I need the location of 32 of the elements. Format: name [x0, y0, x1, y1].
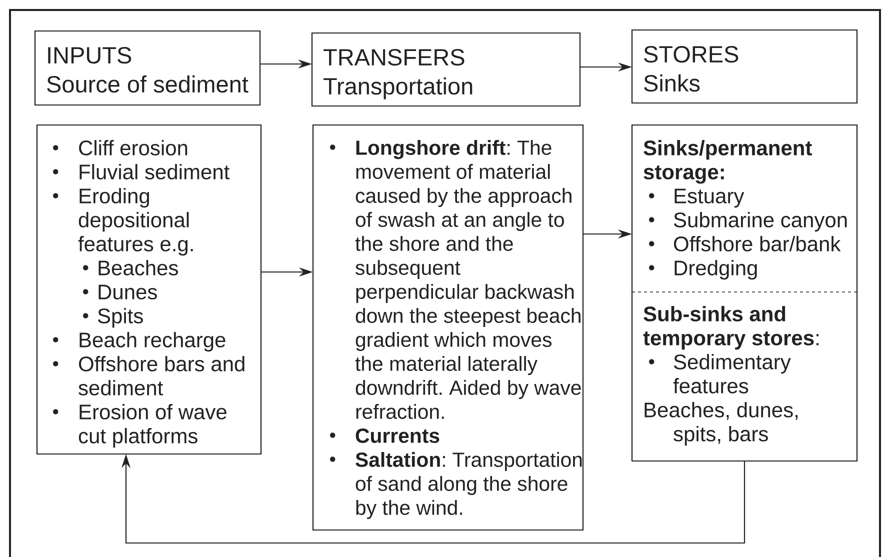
- box-title: STORES: [644, 46, 738, 63]
- list-item: Beaches: [83, 260, 178, 276]
- box-subtitle: Transportation: [324, 77, 472, 100]
- list-item: Dunes: [83, 284, 157, 300]
- stage-box: [34, 30, 261, 106]
- list-item: Fluvial sediment: [53, 164, 230, 180]
- list-item: Eroding depositional features e.g.: [53, 188, 193, 256]
- list-item: Offshore bars and sediment: [53, 356, 244, 396]
- list-item: Beach recharge: [53, 332, 226, 352]
- list-box: [631, 124, 858, 462]
- stage-box: [311, 32, 581, 107]
- list-item: Offshore bar/bank: [649, 236, 841, 252]
- box-title: TRANSFERS: [324, 49, 464, 66]
- list-heading: Sinks/permanent storage:: [644, 140, 812, 184]
- list-item: Beaches, dunes, spits, bars: [644, 402, 798, 446]
- stage-box: [631, 29, 858, 104]
- list-item: Saltation: Transportation of sand along the shore by the wind.: [330, 452, 582, 520]
- list-box: [312, 124, 584, 531]
- list-item: Spits: [83, 308, 143, 328]
- list-item: Dredging: [649, 260, 757, 280]
- box-title: INPUTS: [48, 47, 132, 64]
- box-subtitle: Source of sediment: [47, 75, 248, 93]
- list-item: Erosion of wave cut platforms: [53, 404, 226, 448]
- list-box: [36, 124, 262, 455]
- list-heading: Sub-sinks and temporary stores:: [643, 306, 818, 350]
- list-item: Longshore drift: The movement of material caused by the approach of swash at an angle to the shore and the subsequent perpendicular backwash down the steepest beach gradient which moves the material laterally downdrift. Aided by wave refraction.: [330, 140, 581, 419]
- list-item: Estuary: [649, 188, 744, 208]
- list-item: Submarine canyon: [649, 212, 847, 232]
- list-item: Currents: [330, 428, 440, 443]
- list-item: Sedimentary features: [649, 354, 791, 394]
- list-item: Cliff erosion: [53, 140, 188, 156]
- box-subtitle: Sinks: [644, 74, 700, 92]
